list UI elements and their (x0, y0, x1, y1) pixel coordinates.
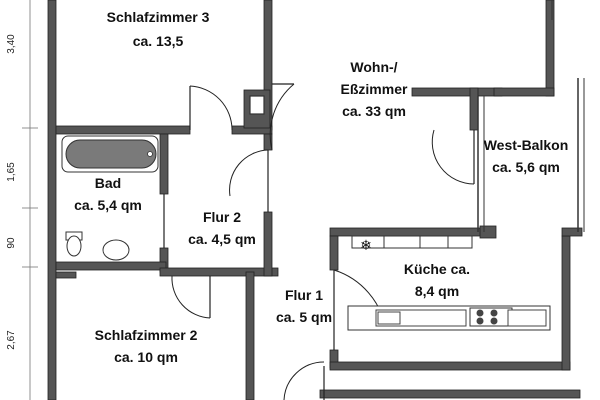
dimension-label-2: 1,65 (6, 162, 17, 182)
wall-bad-south (55, 261, 167, 271)
stove-burner (476, 309, 484, 317)
room-bad-name: Bad (95, 175, 121, 191)
wall-kitchen-east (561, 235, 571, 371)
wall-sz3-south (55, 125, 191, 135)
fixtures: ❄ (61, 135, 551, 331)
stove (469, 307, 513, 327)
stove-burner (476, 317, 484, 325)
room-sz2-name: Schlafzimmer 2 (95, 327, 198, 343)
doors (163, 83, 475, 400)
room-flur1-name: Flur 1 (285, 287, 323, 303)
bathtub-drain (147, 151, 153, 157)
room-balcony-area: ca. 5,6 qm (492, 159, 560, 175)
wall-kitchen-west-top (329, 235, 339, 271)
room-labels: Schlafzimmer 3 ca. 13,5 Wohn-/ Eßzimmer … (74, 9, 568, 365)
door-flur2-swing (229, 149, 269, 197)
stove-burner (490, 309, 498, 317)
kitchen-counter-top (351, 235, 473, 249)
dimension-label-4: 2,67 (6, 330, 17, 350)
wall-west (47, 0, 57, 400)
walls (47, 0, 583, 400)
room-kitchen-name: Küche ca. (404, 261, 470, 277)
room-flur1-area: ca. 5 qm (276, 309, 332, 325)
room-sz3-name: Schlafzimmer 3 (107, 9, 210, 25)
door-flur1-swing (283, 361, 325, 400)
toilet-bowl (66, 235, 82, 257)
stove-burner (490, 317, 498, 325)
wall-bad-east-upper (159, 133, 169, 195)
wall-kitchen-north (329, 227, 491, 237)
door-wohn-top-swing (269, 83, 295, 151)
dimension-label-1: 3,40 (6, 34, 17, 54)
wall-balcony-north-2 (493, 87, 555, 97)
counter-right (507, 309, 547, 327)
shaft-opening (249, 95, 265, 115)
balcony-railing (477, 0, 585, 232)
room-wohn-name-2: Eßzimmer (341, 81, 408, 97)
wall-kitchen-corner (479, 225, 497, 239)
room-flur2-area: ca. 4,5 qm (188, 231, 256, 247)
wall-flur2-east (263, 211, 273, 277)
door-sz3-swing (189, 85, 233, 131)
wall-flur2-south (159, 267, 279, 277)
room-flur2-name: Flur 2 (203, 209, 241, 225)
wall-balcony-south (561, 227, 583, 237)
dimension-label-3: 90 (6, 237, 17, 249)
kitchen-sink (377, 311, 401, 325)
wall-bottom (319, 389, 581, 399)
room-sz2-area: ca. 10 qm (114, 349, 178, 365)
room-balcony-name: West-Balkon (484, 137, 569, 153)
room-wohn-area: ca. 33 qm (342, 103, 406, 119)
wall-east-upper (545, 0, 555, 97)
wall-sz2-north (55, 271, 77, 279)
room-wohn-name-1: Wohn-/ (350, 59, 397, 75)
wall-kitchen-south (329, 361, 571, 371)
door-sz2-swing (171, 275, 211, 319)
bathtub-basin (65, 139, 157, 169)
snowflake-icon: ❄ (360, 237, 372, 253)
room-sz3-area: ca. 13,5 (133, 33, 184, 49)
wall-wohn-east (469, 87, 479, 131)
dimension-scale: 3,40 1,65 90 2,67 (6, 0, 38, 400)
room-bad-area: ca. 5,4 qm (74, 197, 142, 213)
wall-balcony-north (411, 87, 503, 97)
door-balcony-swing (431, 129, 475, 185)
wall-sz2-east (245, 271, 255, 400)
bathroom-sink (102, 239, 130, 261)
room-kitchen-area: 8,4 qm (415, 283, 459, 299)
